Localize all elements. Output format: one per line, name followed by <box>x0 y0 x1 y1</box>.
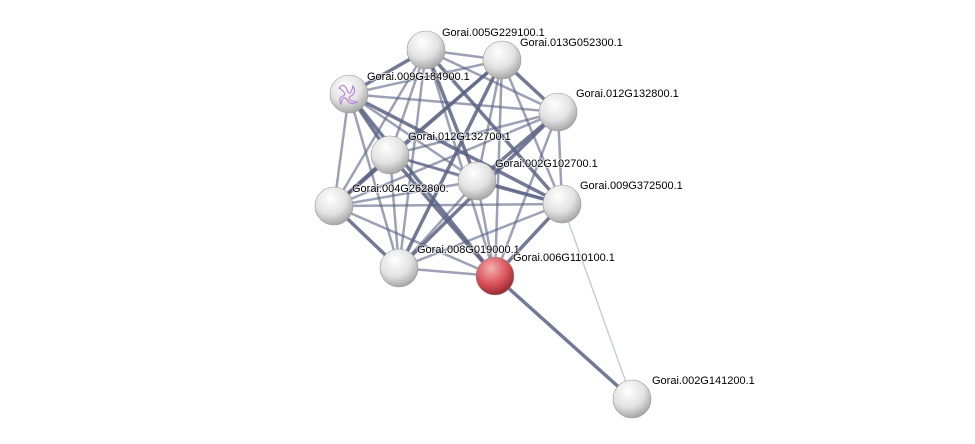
protein-structure-icon <box>338 84 359 106</box>
edge-n8-n9[interactable] <box>398 202 563 270</box>
edge-n3-n6[interactable] <box>348 92 478 183</box>
node-gorai-009g184900-1[interactable]: Gorai.009G184900.1 <box>329 70 471 114</box>
node-label: Gorai.002G141200.1 <box>652 375 755 387</box>
edge-n3-n8[interactable] <box>348 92 563 206</box>
edge-n1-n8[interactable] <box>424 48 564 206</box>
edge-n6-n9[interactable] <box>398 180 478 269</box>
edge-n1-n6[interactable] <box>424 49 479 182</box>
node-sphere[interactable] <box>457 161 497 201</box>
edge-n5-n10[interactable] <box>388 153 497 278</box>
edge-n8-n11[interactable] <box>561 203 633 400</box>
node-gorai-002g141200-1[interactable]: Gorai.002G141200.1 <box>612 374 756 419</box>
node-sphere[interactable] <box>482 40 522 80</box>
edges <box>332 48 634 401</box>
edge-n1-n9[interactable] <box>397 49 428 269</box>
node-gorai-012g132700-1[interactable]: Gorai.012G132700.1 <box>370 130 512 175</box>
edge-n7-n8[interactable] <box>333 202 563 208</box>
node-gorai-005g229100-1[interactable]: Gorai.005G229100.1 <box>406 26 546 70</box>
edge-n7-n10[interactable] <box>333 204 496 278</box>
node-label: Gorai.009G372500.1 <box>580 180 683 192</box>
node-sphere[interactable] <box>314 186 354 226</box>
edge-n1-n7[interactable] <box>332 49 428 207</box>
node-label: Gorai.008G019000.1 <box>417 244 520 256</box>
node-sphere[interactable] <box>542 184 582 224</box>
edge-n1-n10[interactable] <box>424 49 497 277</box>
edge-n2-n3[interactable] <box>348 58 503 96</box>
node-sphere[interactable] <box>370 135 410 175</box>
edge-n3-n4[interactable] <box>348 92 559 114</box>
node-sphere[interactable] <box>538 92 578 132</box>
node-gorai-012g132800-1[interactable]: Gorai.012G132800.1 <box>538 87 680 132</box>
node-gorai-008g019000-1[interactable]: Gorai.008G019000.1 <box>379 243 521 288</box>
node-gorai-002g102700-1[interactable]: Gorai.002G102700.1 <box>457 157 599 201</box>
node-sphere[interactable] <box>612 379 652 419</box>
edge-n4-n7[interactable] <box>333 110 559 208</box>
edge-n3-n9[interactable] <box>347 93 401 269</box>
node-sphere[interactable] <box>329 74 369 114</box>
node-label: Gorai.012G132700.1 <box>408 131 511 143</box>
node-sphere[interactable] <box>379 248 419 288</box>
node-gorai-013g052300-1[interactable]: Gorai.013G052300.1 <box>482 36 624 80</box>
node-label: Gorai.009G184900.1 <box>367 71 470 83</box>
edge-n10-n11[interactable] <box>493 274 634 401</box>
node-label: Gorai.006G110100.1 <box>513 252 615 264</box>
node-label: Gorai.002G102700.1 <box>495 158 598 170</box>
edge-n6-n7[interactable] <box>333 179 478 208</box>
node-gorai-004g262800-[interactable]: Gorai.004G262800. <box>314 182 450 226</box>
node-gorai-006g110100-1[interactable]: Gorai.006G110100.1 <box>475 251 616 296</box>
node-sphere[interactable] <box>475 256 515 296</box>
node-label: Gorai.012G132800.1 <box>576 88 679 100</box>
node-gorai-009g372500-1[interactable]: Gorai.009G372500.1 <box>542 179 684 224</box>
node-sphere[interactable] <box>406 30 446 70</box>
node-label: Gorai.005G229100.1 <box>442 27 545 39</box>
node-label: Gorai.013G052300.1 <box>520 37 623 49</box>
edge-n4-n5[interactable] <box>389 110 559 157</box>
nodes: Gorai.005G229100.1Gorai.013G052300.1Gora… <box>314 26 756 419</box>
node-label: Gorai.004G262800. <box>352 183 449 195</box>
